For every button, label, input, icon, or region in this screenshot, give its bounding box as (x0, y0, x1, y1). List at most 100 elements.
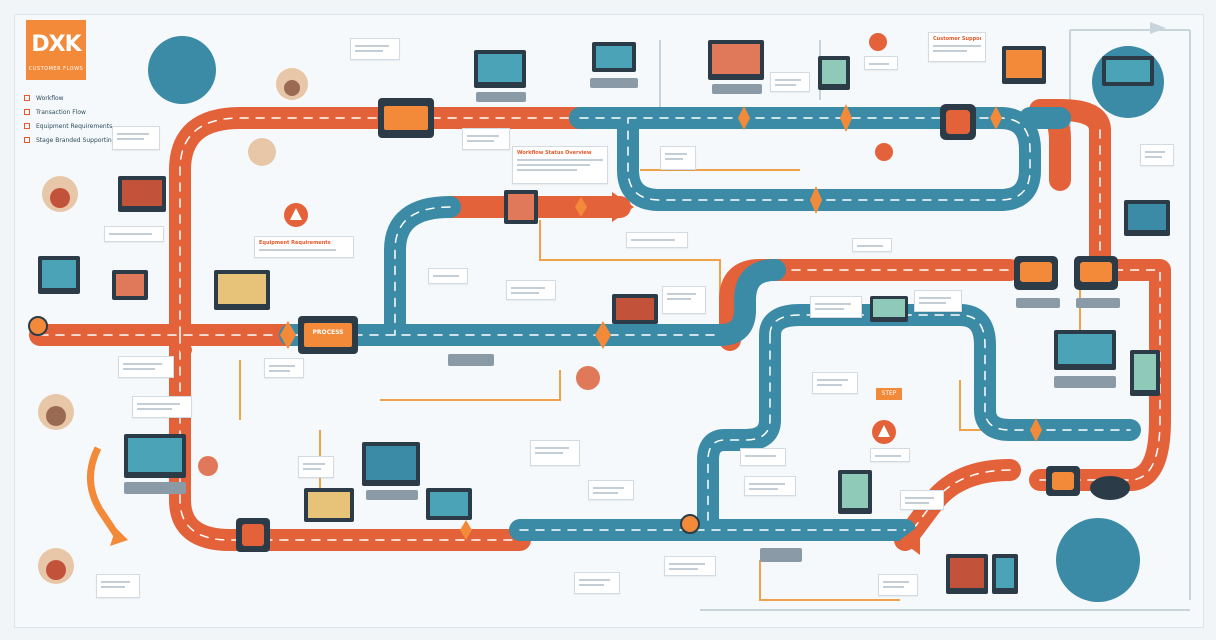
legend-marker-icon (24, 109, 30, 115)
route-arrows (86, 22, 1166, 555)
note-line (667, 298, 691, 300)
legend-label: Transaction Flow (36, 108, 86, 116)
note-line (137, 408, 172, 410)
callout-note (662, 286, 706, 314)
logo-mark: DXK (31, 32, 81, 57)
note-line (517, 159, 603, 161)
monitor-cluster (38, 40, 1170, 594)
route-teal (279, 107, 1141, 541)
figure-icons (38, 68, 308, 584)
callout-note (1140, 144, 1174, 166)
note-line (933, 50, 967, 52)
note-line (669, 568, 699, 570)
callout-note: Equipment Requirements (254, 236, 354, 258)
callout-note (428, 268, 468, 284)
note-line (433, 275, 459, 277)
note-line (355, 45, 389, 47)
note-line (745, 455, 776, 457)
note-line (749, 483, 785, 485)
legend-label: Stage Branded Supporting (36, 136, 116, 144)
callout-note (118, 356, 174, 378)
callout-note: Workflow Status Overview (512, 146, 608, 184)
note-line (919, 297, 952, 299)
legend: Workflow Transaction Flow Equipment Requ… (24, 92, 134, 148)
note-line (631, 239, 676, 241)
legend-marker-icon (24, 137, 30, 143)
callout-note (462, 128, 510, 150)
callout-note: Customer Supporting (928, 32, 986, 62)
note-line (535, 452, 563, 454)
callout-note (574, 572, 620, 594)
alert-pins (28, 33, 896, 534)
note-line (667, 293, 696, 295)
note-line (665, 153, 688, 155)
note-line (117, 138, 144, 140)
note-line (259, 249, 336, 251)
note-line (101, 586, 125, 588)
note-title: Workflow Status Overview (517, 150, 592, 156)
note-line (579, 579, 610, 581)
callout-note (588, 480, 634, 500)
callout-note (852, 238, 892, 252)
note-line (467, 140, 494, 142)
note-title: Equipment Requirements (259, 240, 331, 246)
legend-item: Stage Branded Supporting (24, 134, 134, 146)
note-line (933, 45, 981, 47)
note-line (579, 584, 605, 586)
note-line (883, 581, 909, 583)
legend-label: Equipment Requirements (36, 122, 113, 130)
callout-note (914, 290, 962, 312)
note-line (875, 455, 901, 457)
note-line (775, 79, 801, 81)
callout-note (350, 38, 400, 60)
note-line (905, 497, 934, 499)
note-line (1145, 156, 1162, 158)
note-line (593, 492, 619, 494)
hub-nodes (236, 98, 1130, 552)
callout-note (298, 456, 334, 478)
note-title: Customer Supporting (933, 36, 981, 42)
callout-note (264, 358, 304, 378)
note-line (467, 135, 500, 137)
legend-item: Equipment Requirements (24, 120, 134, 132)
note-line (919, 302, 946, 304)
callout-note (812, 372, 858, 394)
note-line (511, 287, 545, 289)
callout-note (740, 448, 786, 466)
legend-label: Workflow (36, 94, 64, 102)
callout-note (770, 72, 810, 92)
note-line (137, 403, 180, 405)
callout-note (878, 574, 918, 596)
note-line (857, 245, 883, 247)
grey-connectors (659, 29, 1191, 611)
note-line (749, 488, 779, 490)
callout-note (870, 448, 910, 462)
note-line (905, 502, 929, 504)
note-line (117, 133, 150, 135)
callout-note (104, 226, 164, 242)
callout-note (660, 146, 696, 170)
callout-note (132, 396, 192, 418)
note-line (815, 303, 851, 305)
note-line (303, 468, 322, 470)
legend-item: Workflow (24, 92, 134, 104)
note-line (355, 50, 383, 52)
callout-note (506, 280, 556, 300)
note-line (1145, 151, 1166, 153)
logo-tagline: CUSTOMER FLOWS (28, 66, 84, 72)
callout-note (900, 490, 944, 510)
callout-note (864, 56, 898, 70)
callout-note (810, 296, 862, 318)
keyboard-cluster (124, 78, 1120, 562)
note-line (665, 158, 684, 160)
callout-note (626, 232, 688, 248)
brand-logo: DXK CUSTOMER FLOWS (26, 20, 86, 80)
note-line (817, 379, 848, 381)
legend-item: Transaction Flow (24, 106, 134, 118)
note-line (869, 63, 890, 65)
note-line (269, 370, 290, 372)
note-line (109, 233, 152, 235)
note-line (303, 463, 326, 465)
